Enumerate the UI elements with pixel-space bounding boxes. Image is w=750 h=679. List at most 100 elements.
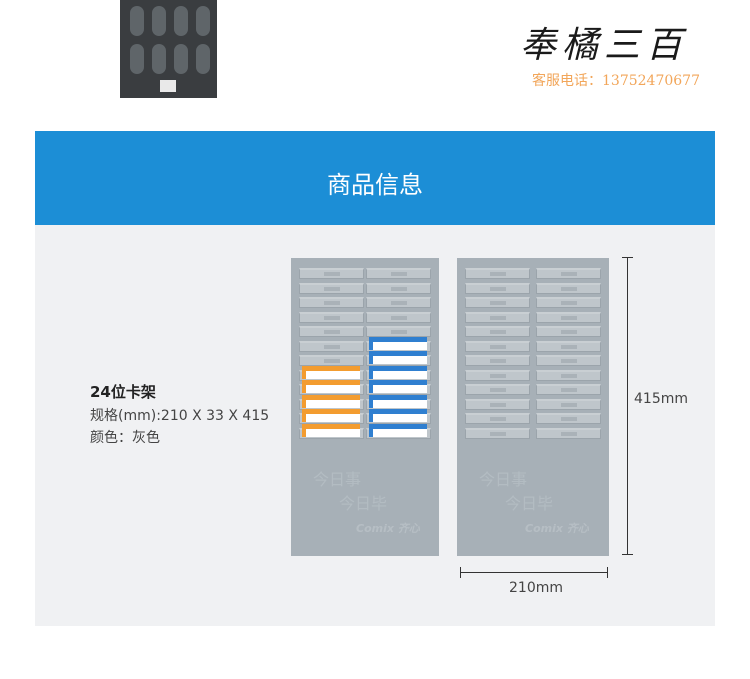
pocket-tab — [561, 373, 577, 378]
thumb-slot — [174, 6, 188, 36]
card-pocket — [465, 398, 530, 410]
time-card-strip — [373, 394, 427, 400]
card-pocket — [299, 326, 364, 337]
service-label: 客服电话： — [532, 73, 602, 89]
card-rack-front: 今日事 今日毕 Comix 齐心 — [291, 258, 439, 556]
time-card — [369, 423, 427, 437]
time-card-strip — [306, 409, 360, 414]
time-card — [302, 409, 360, 422]
section-banner: 商品信息 — [35, 131, 715, 225]
pocket-tab — [324, 272, 340, 276]
card-pocket — [536, 413, 601, 424]
time-card — [369, 351, 427, 364]
card-pocket — [465, 268, 530, 279]
thumb-slot — [152, 6, 166, 36]
pocket-tab — [490, 417, 506, 421]
comix-logo: Comix 齐心 — [356, 522, 420, 535]
pocket-tab — [324, 286, 340, 291]
pocket-tab — [391, 301, 407, 305]
card-pocket — [465, 413, 530, 424]
product-color: 颜色：灰色 — [90, 430, 160, 446]
time-card-strip — [306, 423, 360, 429]
card-pocket — [465, 326, 530, 337]
time-card-strip — [306, 394, 360, 400]
product-spec: 规格(mm):210 X 33 X 415 — [90, 408, 270, 424]
thumb-slot — [196, 6, 210, 36]
card-pocket — [465, 282, 530, 294]
brand-logo: 奉橘三百 — [520, 25, 689, 66]
pocket-tab — [391, 330, 407, 334]
card-pocket — [536, 384, 601, 395]
time-card — [369, 380, 427, 393]
card-pocket — [465, 384, 530, 395]
service-phone: 客服电话：13752470677 — [532, 70, 700, 90]
time-card — [369, 394, 427, 408]
emboss-text: 今日事 — [479, 470, 528, 489]
card-pocket — [299, 297, 364, 308]
card-rack-empty: 今日事 今日毕 Comix 齐心 — [457, 258, 609, 556]
pocket-tab — [324, 359, 340, 363]
card-pocket — [536, 282, 601, 294]
card-pocket — [465, 427, 530, 439]
product-specs: 24位卡架 规格(mm):210 X 33 X 415 颜色：灰色 — [90, 381, 269, 449]
card-pocket — [465, 297, 530, 308]
card-pocket — [465, 355, 530, 366]
card-pocket — [299, 311, 364, 323]
pocket-tab — [561, 315, 577, 320]
time-card — [302, 365, 360, 379]
pocket-tab — [561, 431, 577, 436]
card-pocket — [366, 297, 431, 308]
card-pocket — [536, 427, 601, 439]
pocket-tab — [324, 315, 340, 320]
pocket-tab — [561, 417, 577, 421]
card-pocket — [465, 340, 530, 352]
pocket-tab — [490, 388, 506, 392]
comix-logo: Comix 齐心 — [525, 522, 589, 535]
card-pocket — [536, 369, 601, 381]
width-dimension-line — [460, 567, 608, 578]
card-pocket — [299, 340, 364, 352]
thumb-label — [160, 80, 176, 92]
time-card — [302, 423, 360, 437]
pocket-tab — [324, 301, 340, 305]
pocket-tab — [391, 286, 407, 291]
card-pocket — [465, 369, 530, 381]
card-pocket — [536, 398, 601, 410]
height-dimension-line — [622, 257, 633, 555]
pocket-tab — [324, 344, 340, 349]
time-card — [369, 336, 427, 350]
thumb-slot — [152, 44, 166, 74]
time-card-strip — [373, 409, 427, 414]
pocket-tab — [561, 301, 577, 305]
product-name: 24位卡架 — [90, 383, 156, 401]
pocket-tab — [391, 272, 407, 276]
pocket-tab — [490, 286, 506, 291]
emboss-text: 今日事 — [313, 470, 362, 489]
card-pocket — [299, 355, 364, 366]
card-pocket — [366, 282, 431, 294]
card-pocket — [536, 340, 601, 352]
card-pocket — [299, 268, 364, 279]
height-label: 415mm — [634, 391, 688, 407]
pocket-tab — [561, 344, 577, 349]
pocket-tab — [561, 388, 577, 392]
thumb-slot — [196, 44, 210, 74]
card-pocket — [465, 311, 530, 323]
time-card-strip — [373, 423, 427, 429]
card-pocket — [299, 282, 364, 294]
pocket-tab — [490, 301, 506, 305]
pocket-tab — [391, 315, 407, 320]
card-pocket — [366, 268, 431, 279]
card-pocket — [536, 311, 601, 323]
pocket-tab — [561, 272, 577, 276]
time-card — [302, 394, 360, 408]
section-title: 商品信息 — [327, 171, 423, 199]
time-card-strip — [373, 336, 427, 342]
pocket-tab — [561, 286, 577, 291]
time-card — [302, 380, 360, 393]
pocket-tab — [561, 402, 577, 407]
card-pocket — [536, 268, 601, 279]
card-pocket — [536, 326, 601, 337]
thumb-slot — [130, 44, 144, 74]
pocket-tab — [561, 359, 577, 363]
